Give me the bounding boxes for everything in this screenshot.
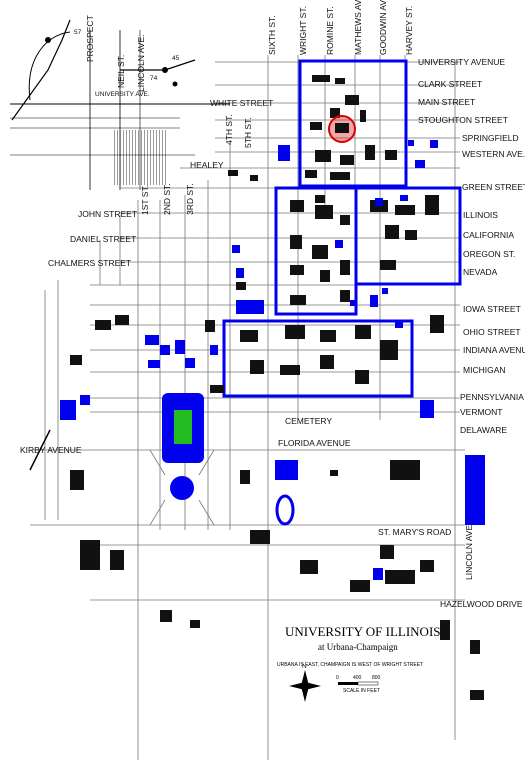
street-michigan: MICHIGAN bbox=[463, 365, 506, 375]
street-nevada: NEVADA bbox=[463, 267, 498, 277]
inset-marker bbox=[172, 81, 178, 87]
stadium-field bbox=[174, 410, 192, 444]
inset-map: 57 74 45 UNIVERSITY AVE. PROSPECT NEIL S… bbox=[10, 15, 230, 190]
blue-buildings bbox=[60, 140, 485, 580]
title-block: UNIVERSITY OF ILLINOIS at Urbana-Champai… bbox=[277, 624, 441, 668]
street-springfield: SPRINGFIELD bbox=[462, 133, 519, 143]
inset-label-57: 57 bbox=[74, 29, 82, 36]
scale-segment bbox=[338, 682, 358, 685]
inset-label-45: 45 bbox=[172, 55, 180, 62]
assembly-hall bbox=[170, 476, 194, 500]
compass-label: N bbox=[302, 663, 307, 670]
street-vermont: VERMONT bbox=[460, 407, 503, 417]
street-white: WHITE STREET bbox=[210, 98, 273, 108]
street-indiana: INDIANA AVENUE bbox=[463, 345, 525, 355]
street-st-marys: ST. MARY'S ROAD bbox=[378, 527, 451, 537]
inset-interchange bbox=[28, 31, 71, 101]
street-florida: FLORIDA AVENUE bbox=[278, 438, 351, 448]
street-chalmers: CHALMERS STREET bbox=[48, 258, 131, 268]
map-note: URBANA IS EAST, CHAMPAIGN IS WEST OF WRI… bbox=[277, 662, 423, 668]
scale-segment bbox=[357, 681, 379, 686]
map-title: UNIVERSITY OF ILLINOIS bbox=[285, 624, 441, 639]
compass-east-west bbox=[289, 682, 321, 690]
armory bbox=[275, 460, 298, 480]
street-1st: 1ST ST. bbox=[140, 185, 150, 215]
street-university-avenue: UNIVERSITY AVENUE bbox=[418, 57, 505, 67]
street-2nd: 2ND ST. bbox=[162, 183, 172, 215]
inset-label-prospect: PROSPECT bbox=[85, 15, 95, 62]
street-ohio: OHIO STREET bbox=[463, 327, 521, 337]
street-3rd: 3RD ST. bbox=[185, 183, 195, 215]
street-california: CALIFORNIA bbox=[463, 230, 514, 240]
street-kirby: KIRBY AVENUE bbox=[20, 445, 82, 455]
street-delaware: DELAWARE bbox=[460, 425, 507, 435]
destination-building bbox=[335, 123, 349, 133]
scale-label: SCALE IN FEET bbox=[343, 688, 380, 694]
scale-tick-0: 0 bbox=[336, 675, 339, 681]
street-sixth: SIXTH ST. bbox=[267, 15, 277, 55]
street-illinois: ILLINOIS bbox=[463, 210, 498, 220]
street-pennsylvania: PENNSYLVANIA bbox=[460, 392, 524, 402]
street-john: JOHN STREET bbox=[78, 209, 137, 219]
street-green: GREEN STREET bbox=[462, 182, 525, 192]
inset-marker bbox=[162, 67, 168, 73]
street-iowa: IOWA STREET bbox=[463, 304, 521, 314]
street-4th: 4TH ST. bbox=[224, 114, 234, 145]
street-western: WESTERN AVE. bbox=[462, 149, 525, 159]
assembly-hall-drives bbox=[149, 449, 215, 526]
railroad bbox=[29, 429, 51, 471]
route-boxes bbox=[222, 59, 462, 398]
route-box-south bbox=[222, 319, 414, 398]
street-main: MAIN STREET bbox=[418, 97, 475, 107]
street-mathews: MATHEWS AVE. bbox=[353, 0, 363, 55]
street-healey: HEALEY bbox=[190, 160, 224, 170]
scale-bar: 0 400 800 SCALE IN FEET bbox=[336, 675, 381, 694]
compass-rose: N bbox=[289, 663, 321, 702]
street-goodwin: GOODWIN AVE. bbox=[378, 0, 388, 55]
inset-label-university: UNIVERSITY AVE. bbox=[95, 91, 150, 98]
street-grid bbox=[30, 55, 465, 760]
scale-tick-800: 800 bbox=[372, 675, 381, 681]
inset-i74 bbox=[120, 59, 196, 71]
stadium bbox=[162, 393, 204, 463]
street-harvey: HARVEY ST. bbox=[404, 6, 414, 55]
map-subtitle: at Urbana-Champaign bbox=[318, 642, 398, 652]
inset-label-74: 74 bbox=[150, 75, 158, 82]
scale-tick-400: 400 bbox=[353, 675, 362, 681]
street-romine: ROMINE ST. bbox=[325, 6, 335, 55]
route-box-middle-right bbox=[354, 186, 462, 286]
inset-campus-area bbox=[112, 130, 167, 185]
street-oregon: OREGON ST. bbox=[463, 249, 515, 259]
track bbox=[275, 494, 295, 526]
buildings bbox=[70, 75, 484, 700]
street-clark: CLARK STREET bbox=[418, 79, 482, 89]
label-cemetery: CEMETERY bbox=[285, 416, 332, 426]
street-stoughton: STOUGHTON STREET bbox=[418, 115, 508, 125]
inset-label-neil: NEIL ST. bbox=[116, 55, 126, 88]
street-wright: WRIGHT ST. bbox=[298, 6, 308, 55]
inset-marker bbox=[45, 37, 51, 43]
street-5th: 5TH ST. bbox=[243, 117, 253, 148]
inset-label-lincoln: LINCOLN AVE. bbox=[136, 35, 146, 92]
street-daniel: DANIEL STREET bbox=[70, 234, 136, 244]
street-lincoln: LINCOLN AVE. bbox=[464, 523, 474, 580]
destination-ring bbox=[328, 115, 356, 143]
route-box-north bbox=[298, 59, 408, 188]
street-hazelwood: HAZELWOOD DRIVE bbox=[440, 599, 523, 609]
inset-highway bbox=[11, 19, 71, 121]
